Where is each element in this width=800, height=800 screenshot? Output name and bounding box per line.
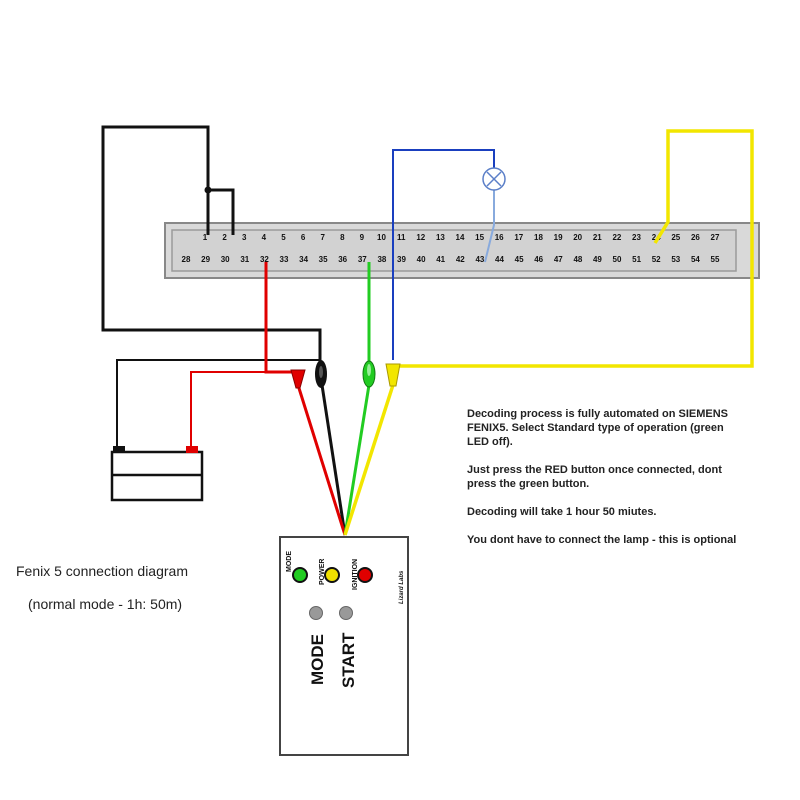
battery-negative-lead (116, 359, 320, 446)
connector-bottom-pin-row: 28 29 30 31 32 33 34 35 36 37 38 39 40 41 42 43 44 45 46 47… (182, 255, 720, 264)
pin-label: 49 (593, 255, 602, 264)
yellow-clip (385, 363, 401, 387)
mode-button-label: MODE (308, 634, 327, 685)
pin-label: 35 (319, 255, 328, 264)
green-wire (343, 262, 371, 536)
brand-label: Lizard Labs (399, 570, 405, 604)
instruction-notes: Decoding process is fully automated on S… (467, 407, 747, 561)
pin-label: 45 (515, 255, 524, 264)
pin-label: 41 (436, 255, 445, 264)
note-decoding-time: Decoding will take 1 hour 50 miutes. (467, 506, 657, 518)
pin-label: 19 (554, 233, 563, 242)
pin-label: 32 (260, 255, 269, 264)
pin-label: 55 (711, 255, 720, 264)
led-mode (292, 567, 308, 583)
lamp-to-pin-wire (484, 190, 495, 263)
pin-label: 5 (281, 233, 286, 242)
pin-label: 2 (222, 233, 227, 242)
diagram-title: Fenix 5 connection diagram (16, 563, 188, 579)
pin-label: 1 (203, 233, 208, 242)
pin-label: 47 (554, 255, 563, 264)
pin-label: 51 (632, 255, 641, 264)
pin-label: 11 (397, 233, 406, 242)
pin-label: 39 (397, 255, 406, 264)
pin-label: 29 (201, 255, 210, 264)
battery (110, 446, 204, 502)
battery-positive-lead (190, 371, 296, 446)
pin-label: 7 (320, 233, 325, 242)
pin-label: 36 (338, 255, 347, 264)
start-button-label: START (339, 632, 358, 688)
red-clip (290, 369, 306, 389)
led-power (324, 567, 340, 583)
led-label-power: POWER (319, 559, 326, 585)
pin-label: 34 (299, 255, 308, 264)
led-ignition (357, 567, 373, 583)
pin-label: 21 (593, 233, 602, 242)
pin-label: 27 (711, 233, 720, 242)
green-clip (362, 360, 376, 388)
blue-wire (392, 149, 495, 360)
pin-label: 12 (416, 233, 425, 242)
pin-label: 13 (436, 233, 445, 242)
pin-label: 38 (377, 255, 386, 264)
pin-label: 18 (534, 233, 543, 242)
pin-label: 3 (242, 233, 247, 242)
pin-label: 53 (671, 255, 680, 264)
pin-label: 16 (495, 233, 504, 242)
pin-label: 48 (573, 255, 582, 264)
note-press-red-button: Just press the RED button once connected… (467, 464, 722, 490)
pin-label: 8 (340, 233, 345, 242)
lamp-icon (482, 167, 506, 191)
pin-label: 44 (495, 255, 504, 264)
pin-label: 23 (632, 233, 641, 242)
pin-label: 6 (301, 233, 306, 242)
pin-label: 14 (456, 233, 465, 242)
pin-label: 10 (377, 233, 386, 242)
led-label-ignition: IGNITION (352, 559, 359, 590)
pin-label: 52 (652, 255, 661, 264)
pin-label: 46 (534, 255, 543, 264)
pin-label: 37 (358, 255, 367, 264)
pin-label: 43 (475, 255, 484, 264)
pin-label: 42 (456, 255, 465, 264)
yellow-wire (343, 129, 754, 536)
note-lamp-optional: You dont have to connect the lamp - this… (467, 534, 737, 546)
mode-button[interactable] (309, 606, 323, 620)
pin-label: 22 (612, 233, 621, 242)
pin-label: 15 (475, 233, 484, 242)
pin-label: 40 (417, 255, 426, 264)
led-label-mode: MODE (286, 551, 293, 572)
wire-junction (204, 186, 212, 194)
diagram-subtitle: (normal mode - 1h: 50m) (28, 596, 183, 612)
pin-label: 4 (262, 233, 267, 242)
pin-label: 20 (573, 233, 582, 242)
pin-label: 31 (240, 255, 249, 264)
black-clip (315, 360, 327, 388)
note-decoding-process: Decoding process is fully automated on S… (467, 408, 728, 448)
pin-label: 54 (691, 255, 700, 264)
pin-label: 17 (514, 233, 523, 242)
pin-label: 25 (671, 233, 680, 242)
pin-label: 28 (182, 255, 191, 264)
pin-label: 50 (613, 255, 622, 264)
pin-label: 9 (360, 233, 365, 242)
pin-label: 30 (221, 255, 230, 264)
pin-label: 26 (691, 233, 700, 242)
pin-label: 33 (280, 255, 289, 264)
start-button[interactable] (339, 606, 353, 620)
red-wire (264, 262, 347, 536)
